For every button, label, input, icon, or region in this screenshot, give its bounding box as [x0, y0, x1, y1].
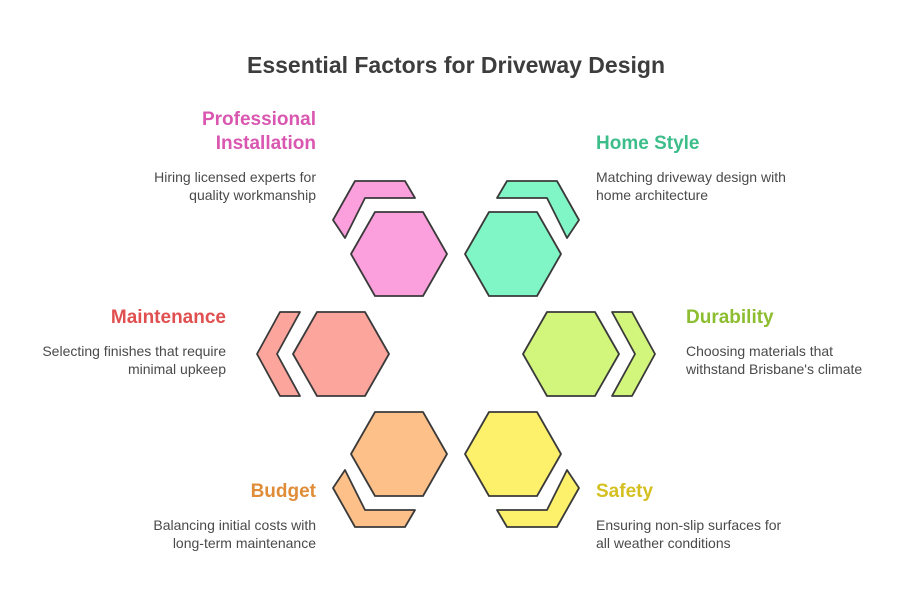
diagram-title: Essential Factors for Driveway Design	[247, 52, 665, 78]
bracket-safety	[496, 469, 580, 528]
bracket-professional-installation	[332, 180, 416, 239]
description-professional-installation: Hiring licensed experts for quality work…	[154, 168, 316, 204]
label-line: Budget	[250, 481, 316, 502]
hexagon-safety	[464, 411, 562, 497]
label-line: Installation	[215, 133, 316, 154]
label-budget: Budget	[251, 480, 316, 504]
description-line: Matching driveway design with	[596, 169, 786, 185]
description-line: home architecture	[596, 187, 709, 203]
label-durability: Durability	[686, 306, 774, 330]
description-line: all weather conditions	[596, 535, 731, 551]
label-home-style: Home Style	[596, 132, 699, 156]
description-line: Ensuring non-slip surfaces for	[596, 517, 782, 533]
label-line: Home Style	[596, 133, 700, 154]
label-safety: Safety	[596, 480, 653, 504]
hexagon-budget	[350, 411, 448, 497]
label-line: Durability	[686, 307, 774, 328]
description-safety: Ensuring non-slip surfaces for all weath…	[596, 516, 781, 552]
description-line: long-term maintenance	[172, 535, 316, 551]
description-line: withstand Brisbane's climate	[686, 361, 863, 377]
hexagon-maintenance	[292, 311, 390, 397]
description-line: Selecting finishes that require	[42, 343, 226, 359]
description-line: quality workmanship	[189, 187, 316, 203]
label-line: Maintenance	[110, 307, 226, 328]
description-maintenance: Selecting finishes that require minimal …	[42, 342, 226, 378]
description-line: Balancing initial costs with	[153, 517, 316, 533]
label-line: Professional	[201, 109, 316, 130]
hexagon-durability	[522, 311, 620, 397]
bracket-maintenance	[256, 311, 301, 397]
description-line: minimal upkeep	[127, 361, 226, 377]
description-budget: Balancing initial costs with long-term m…	[153, 516, 316, 552]
description-durability: Choosing materials that withstand Brisba…	[686, 342, 862, 378]
label-professional-installation: Professional Installation	[202, 108, 316, 156]
bracket-budget	[332, 469, 416, 528]
bracket-durability	[611, 311, 656, 397]
label-line: Safety	[596, 481, 654, 502]
label-maintenance: Maintenance	[111, 306, 226, 330]
bracket-home-style	[496, 180, 580, 239]
hexagon-home-style	[464, 211, 562, 297]
hexagon-professional-installation	[350, 211, 448, 297]
description-home-style: Matching driveway design with home archi…	[596, 168, 786, 204]
description-line: Hiring licensed experts for	[154, 169, 316, 185]
description-line: Choosing materials that	[686, 343, 834, 359]
